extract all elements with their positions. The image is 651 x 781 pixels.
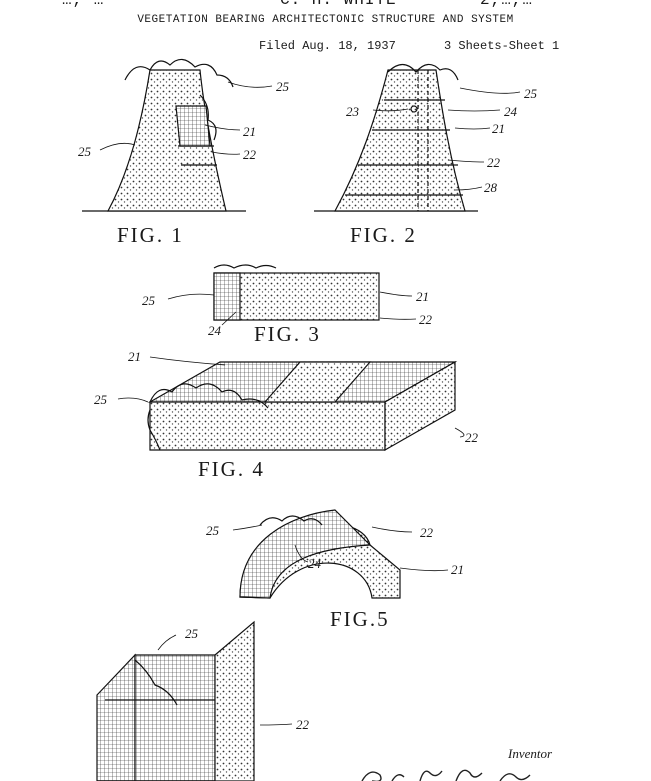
fig4-ref-21: 21 [128, 349, 141, 364]
fig3-ref-21: 21 [416, 289, 429, 304]
header-top-center: C. H. WHITE [280, 0, 397, 9]
fig4-ref-22: 22 [465, 430, 478, 445]
fig6-ref-22: 22 [296, 717, 309, 732]
fig2-ref-22: 22 [487, 155, 500, 170]
fig1-label: FIG. 1 [117, 223, 184, 247]
sheet-number: 3 Sheets-Sheet 1 [444, 39, 560, 53]
header-top-left: …, … [62, 0, 105, 9]
fig2-ref-28: 28 [484, 180, 497, 195]
fig6-ref-25: 25 [185, 626, 198, 641]
header-top-right: 2,…,… [480, 0, 534, 9]
fig2-label: FIG. 2 [350, 223, 417, 247]
fig3-drawing [213, 264, 380, 321]
fig1-ref-25: 25 [276, 79, 289, 94]
fig2-ref-24: 24 [504, 104, 517, 119]
fig1-ref-25-left: 25 [78, 144, 91, 159]
fig5-ref-22: 22 [420, 525, 433, 540]
fig3-ref-25: 25 [142, 293, 155, 308]
fig5-label: FIG.5 [330, 607, 390, 631]
fig1-drawing [82, 58, 246, 212]
fig2-ref-25: 25 [524, 86, 537, 101]
fig4-ref-25: 25 [94, 392, 107, 407]
fig2-ref-21: 21 [492, 121, 505, 136]
fig4-label: FIG. 4 [198, 457, 265, 481]
inventor-label: Inventor [508, 746, 553, 761]
fig5-ref-21: 21 [451, 562, 464, 577]
reference-leaders [99, 81, 521, 726]
patent-header-top: …, … C. H. WHITE 2,…,… [0, 0, 651, 9]
fig3-ref-24: 24 [208, 323, 221, 338]
fig4-drawing [147, 360, 458, 452]
fig5-ref-24: 24 [308, 556, 321, 571]
filed-date: Filed Aug. 18, 1937 [259, 39, 396, 53]
fig3-label: FIG. 3 [254, 322, 321, 346]
fig6-drawing [96, 620, 255, 781]
patent-title: VEGETATION BEARING ARCHITECTONIC STRUCTU… [137, 14, 514, 26]
fig1-ref-21: 21 [243, 124, 256, 139]
fig5-ref-25: 25 [206, 523, 219, 538]
fig2-ref-23: 23 [346, 104, 359, 119]
fig5-drawing [239, 509, 401, 599]
fig1-ref-22: 22 [243, 147, 256, 162]
fig2-drawing [314, 63, 478, 212]
fig3-ref-22: 22 [419, 312, 432, 327]
